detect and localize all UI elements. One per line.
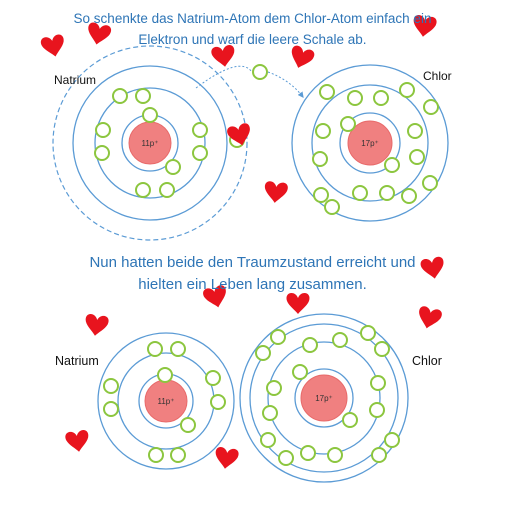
chlor-bottom-electron bbox=[384, 432, 400, 448]
chlor-bottom-electron bbox=[262, 405, 278, 421]
natrium-top-electron bbox=[94, 145, 110, 161]
chlor-bottom-electron bbox=[370, 375, 386, 391]
heart-icon bbox=[419, 306, 442, 329]
heart-icon bbox=[203, 285, 226, 308]
caption-top-line-1: So schenkte das Natrium-Atom dem Chlor-A… bbox=[73, 11, 432, 26]
natrium-top-electron bbox=[192, 122, 208, 138]
natrium-top-shell-2 bbox=[94, 87, 206, 199]
natrium-top-nucleus-label: 11p⁺ bbox=[142, 139, 159, 148]
chlor-top-shell-3 bbox=[291, 64, 449, 222]
natrium-bottom-electron bbox=[147, 341, 163, 357]
label-natrium-bottom: Natrium bbox=[55, 354, 99, 368]
natrium-top-electron bbox=[112, 88, 128, 104]
chlor-top-nucleus-label: 17p⁺ bbox=[361, 139, 379, 148]
chlor-top-shell-1 bbox=[339, 112, 401, 174]
natrium-top-electron bbox=[95, 122, 111, 138]
natrium-bottom-nucleus-label: 11p⁺ bbox=[158, 397, 175, 406]
chlor-bottom-electron bbox=[260, 432, 276, 448]
natrium-bottom-electron bbox=[103, 378, 119, 394]
caption-top-line-2: Elektron und warf die leere Schale ab. bbox=[138, 32, 367, 47]
chlor-top-electron bbox=[319, 84, 335, 100]
chlor-top-shell-2 bbox=[311, 84, 429, 202]
heart-icon bbox=[286, 292, 310, 314]
chlor-bottom-electron bbox=[292, 364, 308, 380]
label-chlor-bottom: Chlor bbox=[412, 354, 442, 368]
natrium-bottom-electron bbox=[157, 367, 173, 383]
label-natrium-top: Natrium bbox=[54, 73, 97, 87]
heart-icon bbox=[65, 430, 89, 452]
chlor-top-electron bbox=[313, 187, 329, 203]
heart-icon bbox=[413, 15, 437, 37]
chlor-bottom-electron bbox=[360, 325, 376, 341]
natrium-bottom-shell-3 bbox=[97, 332, 235, 470]
chlor-top-electron bbox=[423, 99, 439, 115]
chlor-top-electron bbox=[401, 188, 417, 204]
chlor-bottom-electron bbox=[302, 337, 318, 353]
natrium-top-empty-shell bbox=[52, 45, 248, 241]
natrium-bottom-electron bbox=[148, 447, 164, 463]
chlor-bottom-electron bbox=[369, 402, 385, 418]
natrium-bottom-electron bbox=[210, 394, 226, 410]
chlor-top-electron bbox=[422, 175, 438, 191]
transfer-electron bbox=[252, 64, 268, 80]
natrium-bottom-electron bbox=[180, 417, 196, 433]
heart-icon bbox=[85, 314, 109, 336]
heart-icon bbox=[264, 181, 288, 203]
chlor-bottom-shell-1 bbox=[294, 368, 354, 428]
chlor-top-nucleus bbox=[347, 120, 393, 166]
chlor-top-electron bbox=[324, 199, 340, 215]
heart-icon bbox=[420, 256, 444, 279]
chlor-bottom-shell-4 bbox=[239, 313, 409, 483]
chlor-top-electron bbox=[373, 90, 389, 106]
heart-icon bbox=[291, 45, 315, 68]
chlor-top-electron bbox=[409, 149, 425, 165]
natrium-top-shell-3 bbox=[72, 65, 228, 221]
heart-icon bbox=[215, 447, 239, 469]
natrium-bottom-electron bbox=[103, 401, 119, 417]
electron-transfer-arrow bbox=[195, 65, 303, 97]
chlor-bottom-electron bbox=[342, 412, 358, 428]
caption-bottom-line-2: hielten ein Leben lang zusammen. bbox=[138, 276, 367, 293]
chlor-bottom-electron bbox=[266, 380, 282, 396]
natrium-bottom-electron bbox=[170, 341, 186, 357]
chlor-top-electron bbox=[407, 123, 423, 139]
chlor-top-electron bbox=[352, 185, 368, 201]
natrium-top-electron bbox=[135, 88, 151, 104]
label-chlor-top: Chlor bbox=[423, 69, 452, 83]
chlor-top-electron bbox=[315, 123, 331, 139]
chlor-bottom-electron bbox=[255, 345, 271, 361]
natrium-top-electron bbox=[142, 107, 158, 123]
natrium-top-electron bbox=[165, 159, 181, 175]
caption-bottom: Nun hatten beide den Traumzustand erreic… bbox=[0, 252, 505, 296]
chlor-bottom-electron bbox=[278, 450, 294, 466]
natrium-bottom-electron bbox=[170, 447, 186, 463]
chlor-bottom-electron bbox=[332, 332, 348, 348]
natrium-top-electron bbox=[135, 182, 151, 198]
heart-icon bbox=[211, 45, 235, 67]
chlor-bottom-shell-2 bbox=[267, 341, 381, 455]
chlor-top-electron bbox=[340, 116, 356, 132]
natrium-top-electron bbox=[192, 145, 208, 161]
chlor-top-electron bbox=[384, 157, 400, 173]
chlor-bottom-nucleus bbox=[300, 374, 348, 422]
chlor-bottom-electron bbox=[270, 329, 286, 345]
caption-top: So schenkte das Natrium-Atom dem Chlor-A… bbox=[0, 8, 505, 50]
chlor-bottom-nucleus-label: 17p⁺ bbox=[315, 394, 333, 403]
chlor-bottom-electron bbox=[300, 445, 316, 461]
chlor-top-electron bbox=[399, 82, 415, 98]
chlor-bottom-electron bbox=[374, 341, 390, 357]
natrium-top-electron bbox=[159, 182, 175, 198]
heart-icon bbox=[88, 22, 112, 45]
chlor-top-electron bbox=[379, 185, 395, 201]
chlor-bottom-electron bbox=[327, 447, 343, 463]
caption-bottom-line-1: Nun hatten beide den Traumzustand erreic… bbox=[89, 254, 416, 271]
heart-icon bbox=[40, 34, 64, 57]
chlor-bottom-electron bbox=[371, 447, 387, 463]
heart-icon bbox=[227, 123, 250, 146]
chlor-top-electron bbox=[347, 90, 363, 106]
natrium-bottom-electron bbox=[205, 370, 221, 386]
chlor-bottom-shell-3 bbox=[249, 323, 399, 473]
chlor-top-electron bbox=[312, 151, 328, 167]
